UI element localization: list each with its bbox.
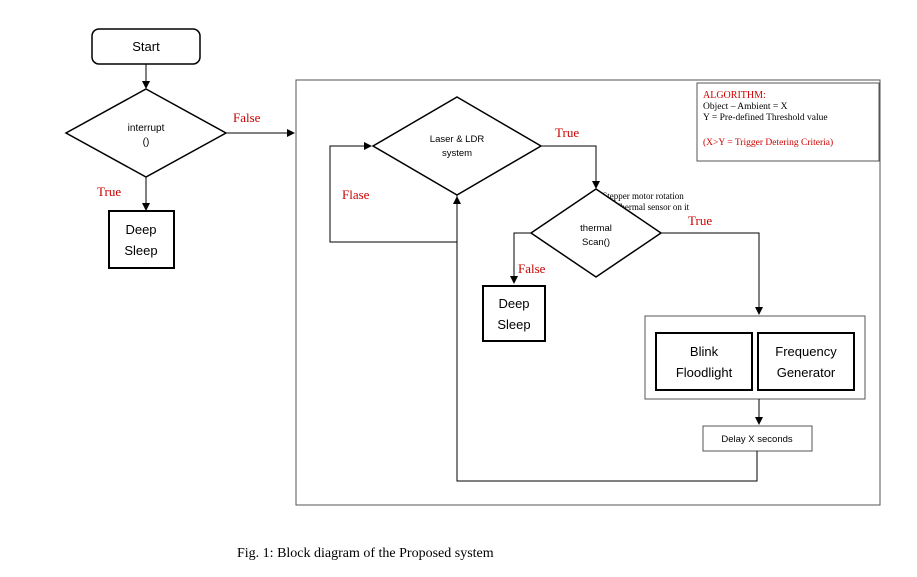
laser-ldr-decision: [371, 96, 543, 196]
algorithm-line-1: Object – Ambient = X: [703, 102, 788, 112]
blink-line-1: Blink: [690, 344, 719, 359]
algorithm-title: ALGORITHM:: [703, 90, 766, 101]
algorithm-line-2: Y = Pre-defined Threshold value: [703, 112, 828, 123]
laser-true-label: True: [555, 125, 579, 140]
blink-floodlight-box: [655, 332, 753, 391]
interrupt-label-1: interrupt: [128, 123, 165, 134]
thermal-false-label: False: [518, 261, 546, 276]
blink-line-2: Floodlight: [676, 365, 733, 380]
interrupt-true-label: True: [97, 184, 121, 199]
deep-sleep-right-line-1: Deep: [498, 296, 529, 311]
laser-label-1: Laser & LDR: [430, 134, 485, 145]
frequency-generator-box: [757, 332, 855, 391]
frequency-line-1: Frequency: [775, 344, 837, 359]
algorithm-box: [696, 82, 880, 162]
deep-sleep-box-right: [482, 285, 546, 342]
laser-label-2: system: [442, 148, 472, 159]
delay-label: Delay X seconds: [721, 434, 793, 445]
thermal-false-arrow: [510, 232, 531, 284]
interrupt-label-2: (): [143, 137, 150, 148]
laser-flase-label: Flase: [342, 187, 370, 202]
thermal-true-label: True: [688, 213, 712, 228]
algorithm-criteria: (X>Y = Trigger Detering Criteria): [703, 137, 833, 148]
thermal-label-2: Scan(): [582, 237, 610, 248]
thermal-true-arrow: [661, 232, 763, 315]
stepper-note-line-1: Stepper motor rotation: [602, 191, 684, 201]
thermal-label-1: thermal: [580, 223, 612, 234]
deep-sleep-box-left: [108, 210, 175, 269]
laser-true-arrow: [541, 145, 600, 189]
thermal-scan-decision: [529, 188, 663, 278]
start-label: Start: [132, 39, 160, 54]
interrupt-false-label: False: [233, 110, 261, 125]
figure-caption: Fig. 1: Block diagram of the Proposed sy…: [237, 546, 494, 561]
deep-sleep-left-line-2: Sleep: [124, 243, 157, 258]
stepper-note-line-2: with Thermal sensor on it: [597, 202, 690, 212]
action-group: [644, 315, 866, 400]
system-container: [295, 79, 881, 506]
delay-box: [702, 425, 813, 452]
deep-sleep-right-line-2: Sleep: [497, 317, 530, 332]
delay-loop-back: [453, 196, 758, 482]
deep-sleep-left-line-1: Deep: [125, 222, 156, 237]
frequency-line-2: Generator: [777, 365, 836, 380]
